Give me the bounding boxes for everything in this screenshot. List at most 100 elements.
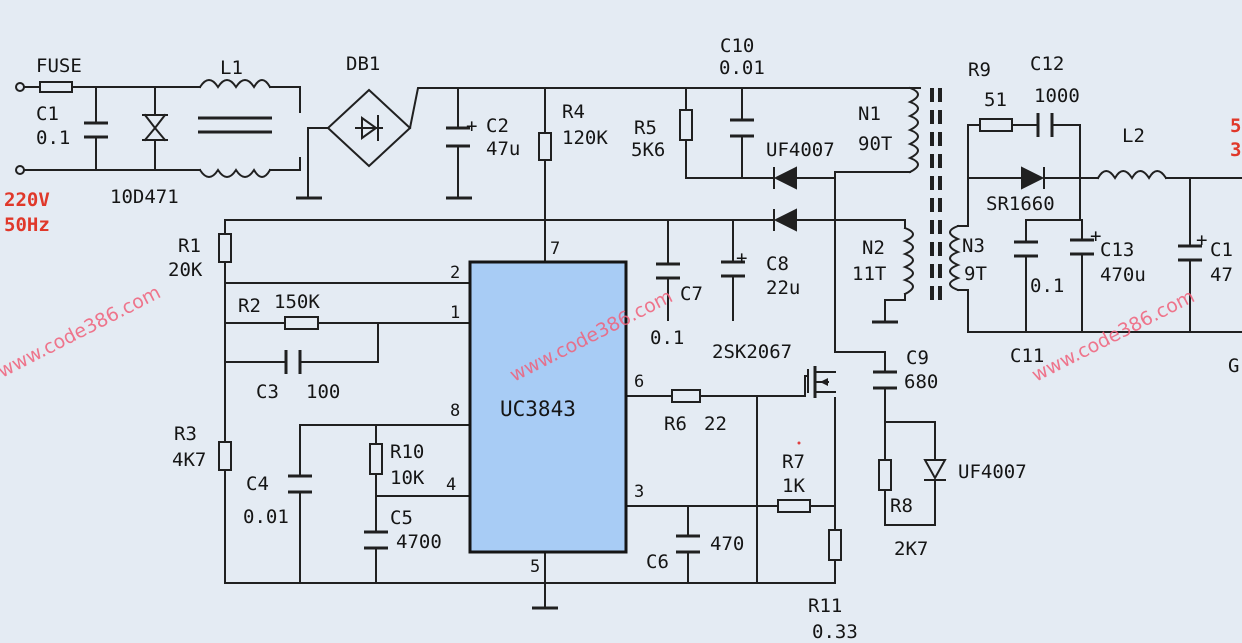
d2-diode-symbol [923,459,947,491]
c7-label: C7 [680,283,703,305]
ic-name: UC3843 [500,397,576,421]
c10-label: C10 [720,35,754,57]
r1-value: 20K [168,259,203,281]
n1-value: 90T [858,133,892,155]
c14-value: 47 [1210,264,1233,286]
c8-value: 22u [766,277,800,299]
n2-label: N2 [862,237,885,259]
r6-label: R6 [664,413,687,435]
c1-value: 0.1 [36,127,70,149]
r10-label: R10 [390,441,424,463]
svg-text:+: + [1196,229,1207,251]
tvs-label: 10D471 [110,186,179,208]
r7-label: R7 [782,451,805,473]
c7-value: 0.1 [650,327,684,349]
r11-label: R11 [808,595,842,617]
r10-symbol [369,443,383,475]
r9-symbol [979,118,1013,132]
wires [23,86,1242,610]
c10-value: 0.01 [719,57,765,79]
d1-label: UF4007 [766,139,835,161]
r11-symbol [828,529,842,561]
c9-value: 680 [904,371,938,393]
c13-label: C13 [1100,239,1134,261]
c12-value: 1000 [1034,85,1080,107]
r7-value: 1K [782,475,805,497]
c2-symbol [446,126,470,148]
c9-label: C9 [906,347,929,369]
c1-symbol [84,121,108,139]
fuse-label: FUSE [36,55,82,77]
c11-label: C11 [1010,345,1044,367]
input-voltage: 220V [4,189,50,211]
input-terminal-top [15,82,25,92]
r3-label: R3 [174,423,197,445]
output-voltage: 5 [1230,115,1241,137]
c5-label: C5 [390,507,413,529]
transformer-core [930,88,942,300]
c8-label: C8 [766,253,789,275]
l2-label: L2 [1122,125,1145,147]
pin-5: 5 [530,557,540,577]
transformer-n1-symbol [907,86,919,174]
c14-label: C1 [1210,239,1233,261]
pin-1: 1 [450,303,460,323]
svg-text:+: + [736,247,747,269]
r4-value: 120K [562,127,608,149]
labels: UC3843 2 1 8 4 7 6 3 5 FUSE C1 0.1 220V … [4,35,1241,643]
svg-text:+: + [1090,225,1101,247]
r5-symbol [679,109,693,141]
l1-choke-symbol [198,79,272,178]
c14-symbol [1178,244,1202,262]
r1-symbol [218,233,232,263]
c2-value: 47u [486,138,520,160]
r10-value: 10K [390,467,425,489]
output-current: 3 [1230,139,1241,161]
c12-symbol [1036,113,1054,137]
r6-value: 22 [704,413,727,435]
input-terminal-bottom [15,165,25,175]
c13-value: 470u [1100,264,1146,286]
mosfet-label: 2SK2067 [712,341,792,363]
r9-label: R9 [968,59,991,81]
output-ground-label: G [1228,355,1239,377]
c10-symbol [730,118,754,138]
c5-symbol [364,530,388,550]
transformer-n3-symbol [949,224,961,292]
c6-label: C6 [646,551,669,573]
n3-value: 9T [964,263,987,285]
c11-symbol [1014,240,1038,258]
watermark-3: www.code386.com [1028,285,1198,386]
n1-label: N1 [858,103,881,125]
n3-label: N3 [962,235,985,257]
r5-value: 5K6 [631,139,665,161]
r8-value: 2K7 [894,538,928,560]
c2-label: C2 [486,115,509,137]
pin-2: 2 [450,263,460,283]
pin-3: 3 [634,482,644,502]
r4-label: R4 [562,101,585,123]
c5-value: 4700 [396,531,442,553]
c11-value: 0.1 [1030,275,1064,297]
pin-4: 4 [446,475,456,495]
watermark-1: www.code386.com [0,281,164,382]
pin-8: 8 [450,401,460,421]
c6-value: 470 [710,533,744,555]
n2-value: 11T [852,263,886,285]
l1-label: L1 [220,57,243,79]
transformer-n2-symbol [902,226,914,296]
r2-value: 150K [274,291,320,313]
d1-diode-symbol [773,166,797,190]
r5-label: R5 [634,117,657,139]
c13-symbol [1070,238,1094,256]
c9-symbol [873,370,897,390]
sr1660-label: SR1660 [986,193,1055,215]
r8-symbol [878,459,892,491]
c6-symbol [676,534,700,554]
r2-symbol [284,316,319,330]
c7-symbol [656,262,680,280]
r8-label: R8 [890,495,913,517]
pin-6: 6 [634,372,644,392]
fuse-symbol [39,81,73,93]
